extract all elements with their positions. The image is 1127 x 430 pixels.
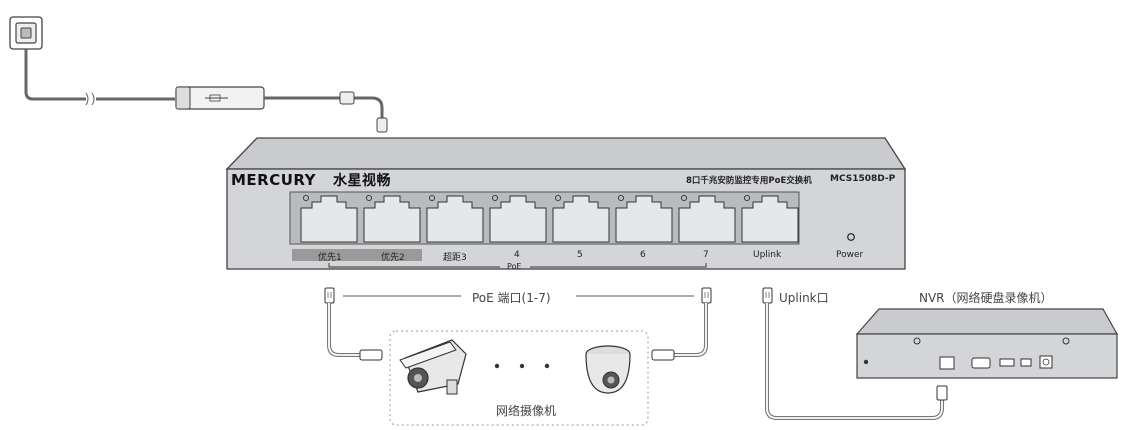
power-led-icon [847,233,855,241]
port-label-6: 6 [640,250,646,260]
port-6 [615,194,673,243]
port-5 [552,194,610,243]
rj45-plug-icon [324,287,335,304]
brand-cn: 水星视畅 [333,173,391,189]
power-label: Power [836,250,864,260]
nvr-device [855,308,1119,379]
port-label-5: 5 [577,250,583,260]
power-adapter-icon [175,86,265,110]
power-cable [24,49,175,101]
port-label-2: 优先2 [381,253,405,263]
rj45-plug-icon [762,287,773,304]
brand-en: MERCURY [231,171,317,189]
uplink-port-label: Uplink口 [779,291,829,305]
camera-cable-right [674,303,708,357]
priority-highlight-1 [292,249,358,261]
port-label-3: 超距3 [443,253,467,263]
camera-group-label: 网络摄像机 [496,404,557,418]
poe-bracket [328,263,707,268]
rj45-plug-icon [651,349,675,361]
wall-outlet-icon [9,16,43,50]
port-label-1: 优先1 [318,253,342,263]
uplink-cable [765,303,944,420]
port-1 [300,194,358,243]
switch-model: MCS1508D-P [830,174,896,184]
port-label-4: 4 [514,250,520,260]
ellipsis-dot [544,363,550,369]
nvr-title: NVR（网络硬盘录像机） [919,291,1053,305]
camera-cable-left [327,303,360,357]
port-7 [678,194,736,243]
ellipsis-dot [519,363,525,369]
port-3 [426,194,484,243]
rj45-plug-icon [936,385,948,401]
port-2 [363,194,421,243]
poe-group-label: PoE [507,262,522,271]
dome-camera-icon [585,345,631,394]
priority-highlight-2 [358,249,422,261]
dc-cable [264,96,384,125]
port-label-7: 7 [703,250,709,260]
port-4 [489,194,547,243]
ellipsis-dot [494,363,500,369]
rj45-plug-icon [701,287,712,304]
rj45-plug-icon [359,349,383,361]
switch-description: 8口千兆安防监控专用PoE交换机 [686,176,812,186]
poe-ports-label: PoE 端口(1-7) [472,291,551,305]
port-label-uplink: Uplink [753,250,782,260]
camera-group-box [389,330,649,426]
bullet-camera-icon [399,339,467,395]
port-uplink [741,194,799,243]
